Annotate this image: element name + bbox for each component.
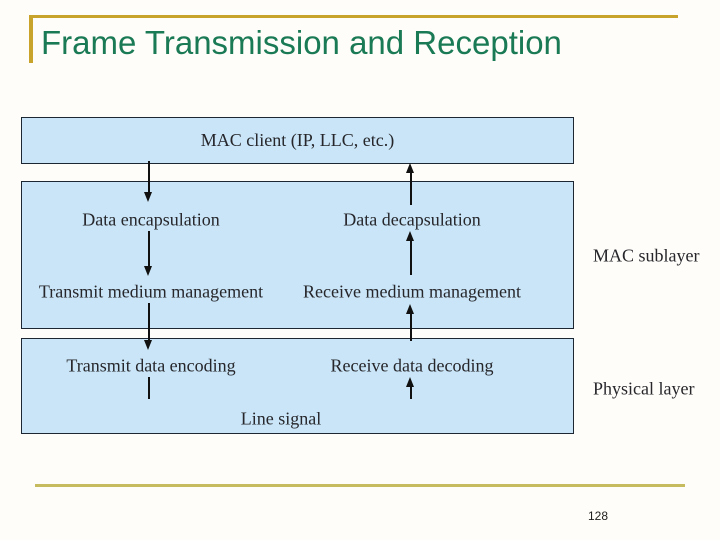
up-arrow-line: [410, 240, 412, 275]
receive-medium-management-label: Receive medium management: [303, 281, 521, 302]
title-left-accent-bar: [29, 15, 33, 63]
slide-title: Frame Transmission and Reception: [41, 24, 562, 61]
physical-layer-box: Transmit data encoding Receive data deco…: [21, 338, 574, 434]
up-arrow-line: [410, 386, 412, 399]
page-number: 128: [588, 509, 609, 523]
mac-sublayer-side-label: MAC sublayer: [593, 245, 700, 266]
data-encapsulation-label: Data encapsulation: [82, 209, 220, 230]
down-arrow-icon: [144, 192, 152, 202]
up-arrow-icon: [406, 304, 414, 314]
down-arrow-line: [148, 303, 150, 341]
footer-rule: [35, 484, 685, 487]
data-decapsulation-label: Data decapsulation: [343, 209, 481, 230]
mac-sublayer-box: Data encapsulation Data decapsulation Tr…: [21, 181, 574, 329]
receive-data-decoding-label: Receive data decoding: [330, 355, 494, 376]
up-arrow-icon: [406, 377, 414, 387]
down-arrow-icon: [144, 266, 152, 276]
up-arrow-line: [410, 172, 412, 205]
physical-layer-side-label: Physical layer: [593, 378, 695, 399]
mac-client-box: MAC client (IP, LLC, etc.): [21, 117, 574, 164]
transmit-data-encoding-label: Transmit data encoding: [66, 355, 236, 376]
line-signal-label: Line signal: [240, 408, 322, 429]
transmit-medium-management-label: Transmit medium management: [38, 281, 264, 302]
title-top-rule: [30, 15, 678, 18]
transmit-line-segment: [148, 377, 150, 399]
down-arrow-line: [148, 231, 150, 267]
up-arrow-icon: [406, 231, 414, 241]
mac-client-label: MAC client (IP, LLC, etc.): [200, 130, 395, 150]
down-arrow-icon: [144, 340, 152, 350]
down-arrow-line: [148, 161, 150, 193]
up-arrow-line: [410, 313, 412, 341]
up-arrow-icon: [406, 163, 414, 173]
